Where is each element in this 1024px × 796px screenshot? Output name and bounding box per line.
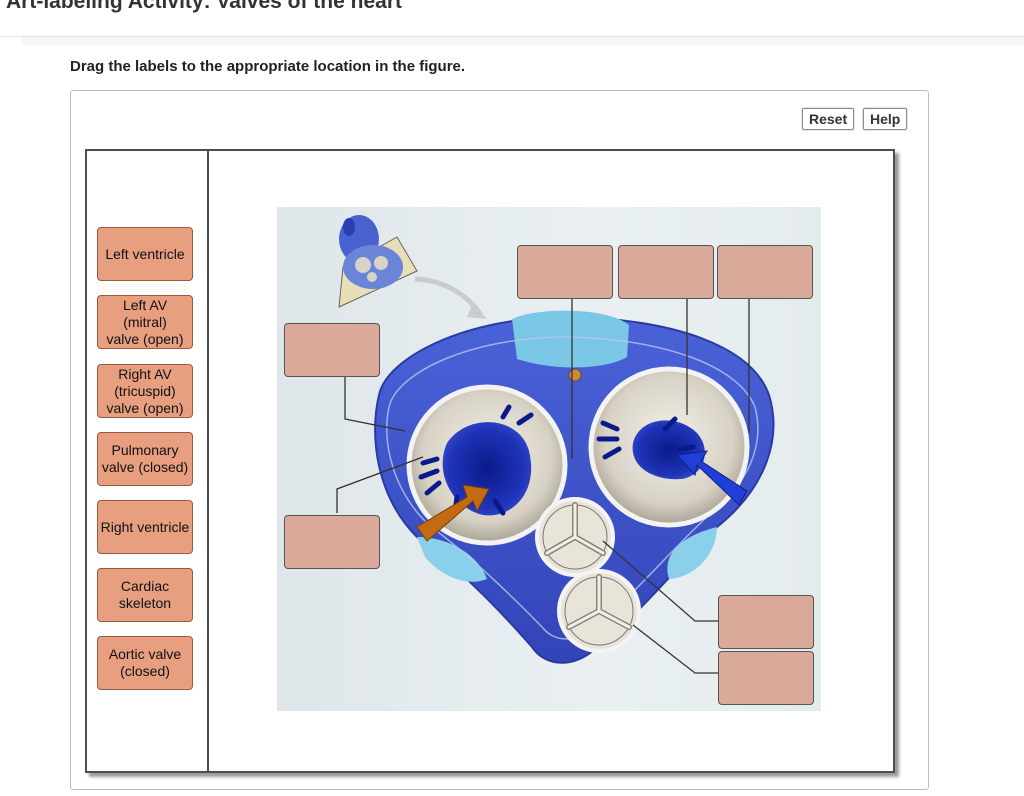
- tricuspid-valve-drawing: [406, 384, 568, 546]
- heart-valves-figure: [277, 207, 821, 711]
- label-chip-pulmonary-valve[interactable]: Pulmonary valve (closed): [97, 432, 193, 486]
- drop-target-right-upper[interactable]: [718, 595, 814, 649]
- reset-button[interactable]: Reset: [802, 108, 855, 130]
- label-chip-aortic-valve[interactable]: Aortic valve (closed): [97, 636, 193, 690]
- drop-target-top-3[interactable]: [717, 245, 813, 299]
- heart-valves-illustration: [336, 215, 775, 674]
- fibrous-tissue-right: [667, 527, 717, 579]
- pulmonary-valve-drawing: [535, 497, 615, 577]
- instructions-text: Drag the labels to the appropriate locat…: [70, 58, 466, 75]
- fibrous-tissue-top: [512, 310, 629, 368]
- blood-flow-arrow-orange: [416, 484, 490, 542]
- aortic-valve-drawing: [557, 569, 641, 653]
- drop-target-left-lower[interactable]: [284, 515, 380, 569]
- label-chip-cardiac-skeleton[interactable]: Cardiac skeleton: [97, 568, 193, 622]
- label-chip-right-av-tricuspid-valve[interactable]: Right AV (tricuspid) valve (open): [97, 364, 193, 418]
- drop-target-top-2[interactable]: [618, 245, 714, 299]
- blood-flow-arrow-blue: [675, 450, 748, 506]
- page-title: Art-labeling Activity: Valves of the hea…: [6, 0, 402, 13]
- drop-target-left-upper[interactable]: [284, 323, 380, 377]
- coronary-vessel: [568, 368, 582, 382]
- orientation-thumbnail: [338, 215, 487, 319]
- activity-frame: Reset Help Left ventricle Left AV (mitra…: [70, 90, 929, 790]
- label-chip-left-av-mitral-valve[interactable]: Left AV (mitral) valve (open): [97, 295, 193, 349]
- labeling-work-area: Left ventricle Left AV (mitral) valve (o…: [85, 149, 895, 773]
- leader-lines: [336, 299, 750, 674]
- help-button[interactable]: Help: [863, 108, 908, 130]
- drop-target-top-1[interactable]: [517, 245, 613, 299]
- fibrous-tissue-left: [417, 537, 487, 582]
- label-bank: Left ventricle Left AV (mitral) valve (o…: [87, 151, 209, 771]
- title-divider: [0, 36, 1024, 37]
- drop-target-right-lower[interactable]: [718, 651, 814, 705]
- mitral-valve-drawing: [588, 366, 750, 528]
- label-chip-left-ventricle[interactable]: Left ventricle: [97, 227, 193, 281]
- title-band: [22, 37, 1024, 45]
- label-chip-right-ventricle[interactable]: Right ventricle: [97, 500, 193, 554]
